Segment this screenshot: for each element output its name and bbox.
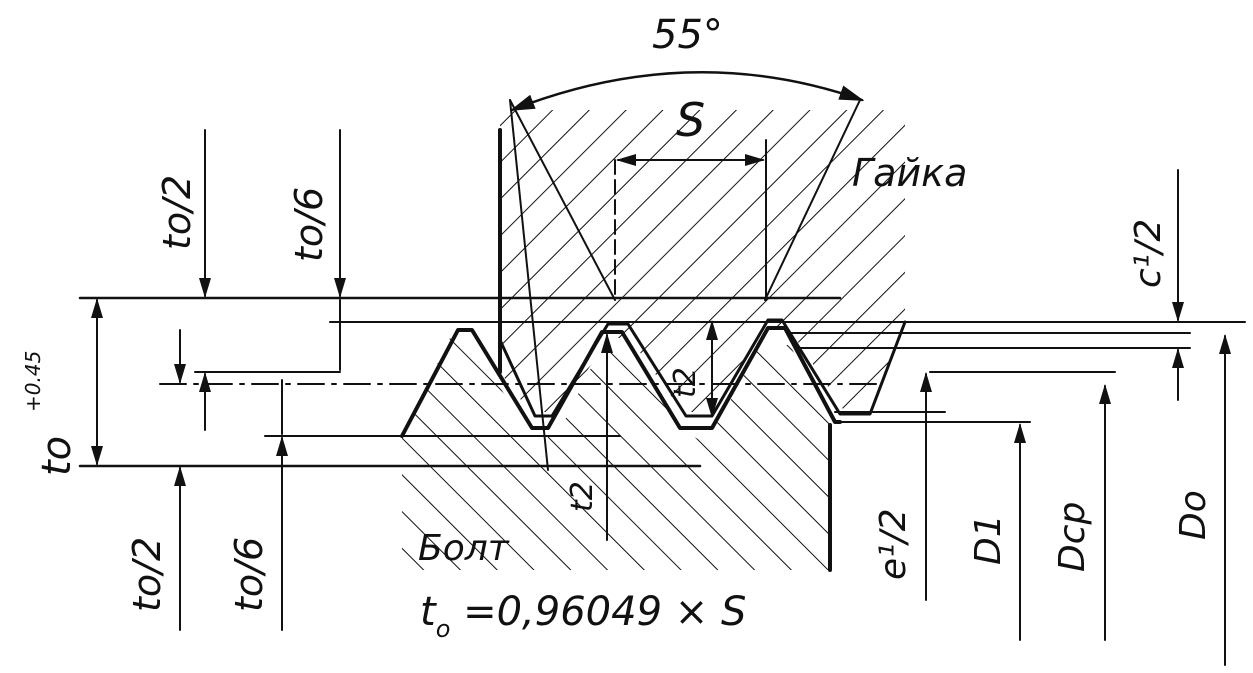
nut-thread-profile (498, 318, 907, 418)
half-depth-top-label: to/2 (155, 175, 199, 250)
flank-line-right (764, 99, 861, 301)
major-diameter-label: Do (1173, 490, 1214, 540)
nut-clearance-label: c¹/2 (1128, 219, 1169, 288)
formula-prefix: t (420, 589, 437, 635)
formula-subscript: o (436, 615, 451, 643)
flank-line-left (509, 99, 549, 471)
nut-label: Гайка (852, 151, 967, 195)
formula: to =0,96049 × S (420, 589, 746, 643)
nut-section (500, 110, 905, 412)
formula-rest: =0,96049 × S (450, 589, 746, 635)
half-depth-bottom-label: to/2 (125, 537, 169, 612)
bolt-clearance-label: e¹/2 (873, 508, 914, 580)
bolt-label: Болт (418, 528, 510, 569)
flank-line-left-2 (509, 99, 616, 301)
depth-tolerance: +0.45 (21, 351, 45, 412)
bolt-section (402, 338, 830, 570)
angle-label: 55° (652, 12, 723, 58)
minor-diameter-label: D1 (968, 514, 1009, 565)
sixth-depth-top-label: to/6 (287, 187, 331, 262)
angle-arc (509, 71, 865, 112)
mean-diameter-label: Dср (1052, 502, 1093, 572)
t2-nut-label: t2 (668, 367, 703, 398)
t2-bolt-label: t2 (565, 481, 600, 512)
sixth-depth-bottom-label: to/6 (227, 537, 271, 612)
bolt-thread-profile (400, 326, 842, 438)
pitch-label: S (676, 93, 705, 147)
depth-label: to (34, 436, 80, 476)
